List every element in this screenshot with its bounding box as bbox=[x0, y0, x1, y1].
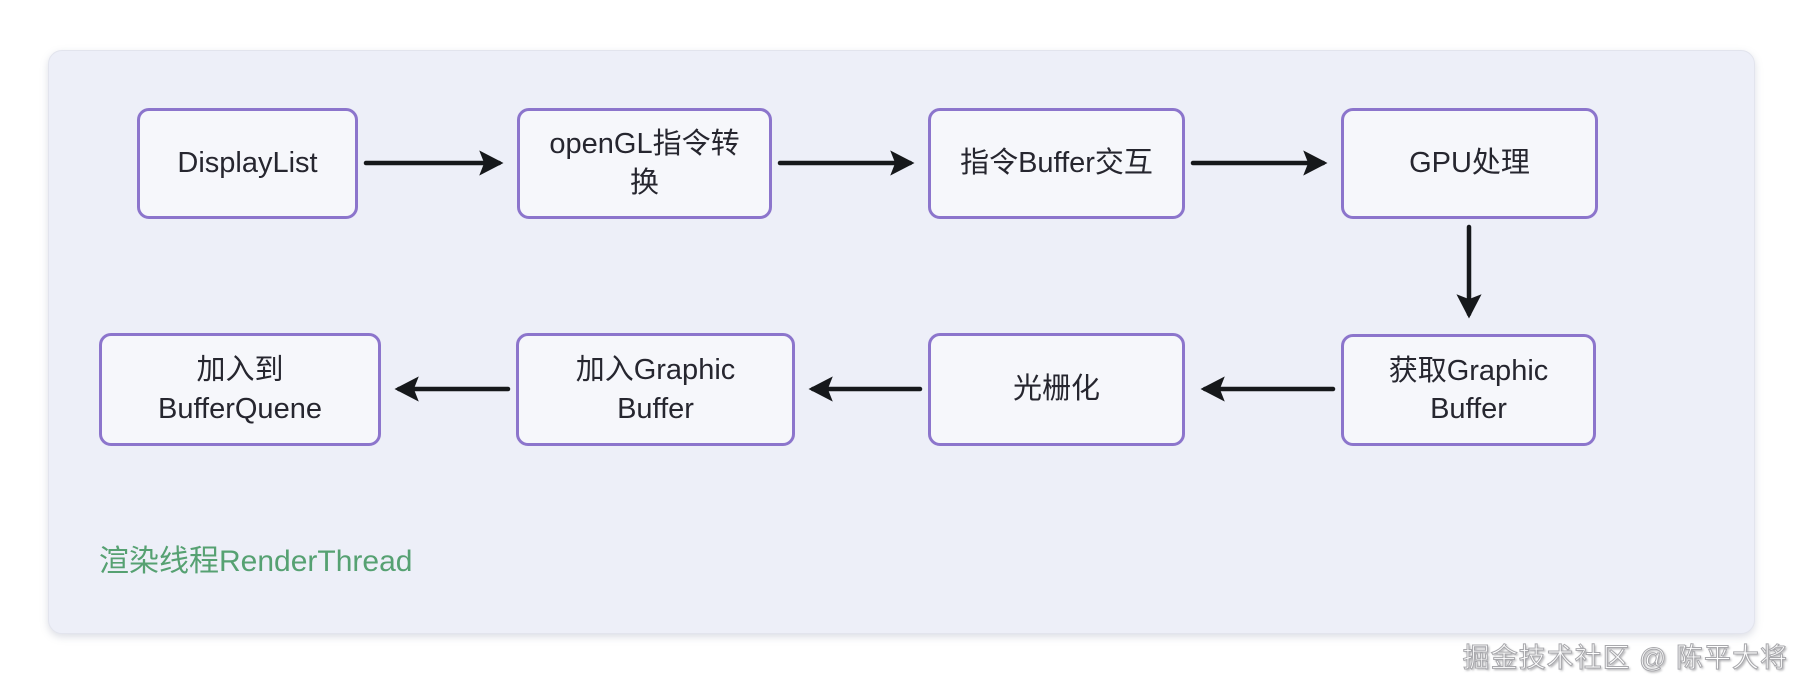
node-opengl-command-convert: openGL指令转换 bbox=[517, 108, 772, 219]
node-add-graphic-buffer: 加入Graphic Buffer bbox=[516, 333, 795, 446]
node-add-to-bufferquene: 加入到BufferQuene bbox=[99, 333, 381, 446]
node-label: 加入到BufferQuene bbox=[158, 354, 322, 425]
node-label: 光栅化 bbox=[1012, 373, 1100, 406]
node-label: GPU处理 bbox=[1409, 147, 1530, 180]
node-label: DisplayList bbox=[177, 147, 318, 180]
node-gpu-process: GPU处理 bbox=[1341, 108, 1598, 219]
render-thread-caption: 渲染线程RenderThread bbox=[99, 545, 413, 578]
diagram-panel: DisplayList openGL指令转换 指令Buffer交互 GPU处理 … bbox=[48, 50, 1755, 634]
watermark-text: 掘金技术社区 @ 陈平大将 bbox=[1462, 643, 1788, 674]
node-label: openGL指令转换 bbox=[549, 128, 740, 199]
node-displaylist: DisplayList bbox=[137, 108, 358, 219]
node-label: 指令Buffer交互 bbox=[960, 147, 1153, 180]
node-command-buffer-exchange: 指令Buffer交互 bbox=[928, 108, 1185, 219]
node-rasterization: 光栅化 bbox=[928, 333, 1185, 446]
node-label: 获取Graphic Buffer bbox=[1388, 354, 1549, 425]
node-get-graphic-buffer: 获取Graphic Buffer bbox=[1341, 334, 1596, 446]
node-label: 加入Graphic Buffer bbox=[575, 354, 736, 425]
